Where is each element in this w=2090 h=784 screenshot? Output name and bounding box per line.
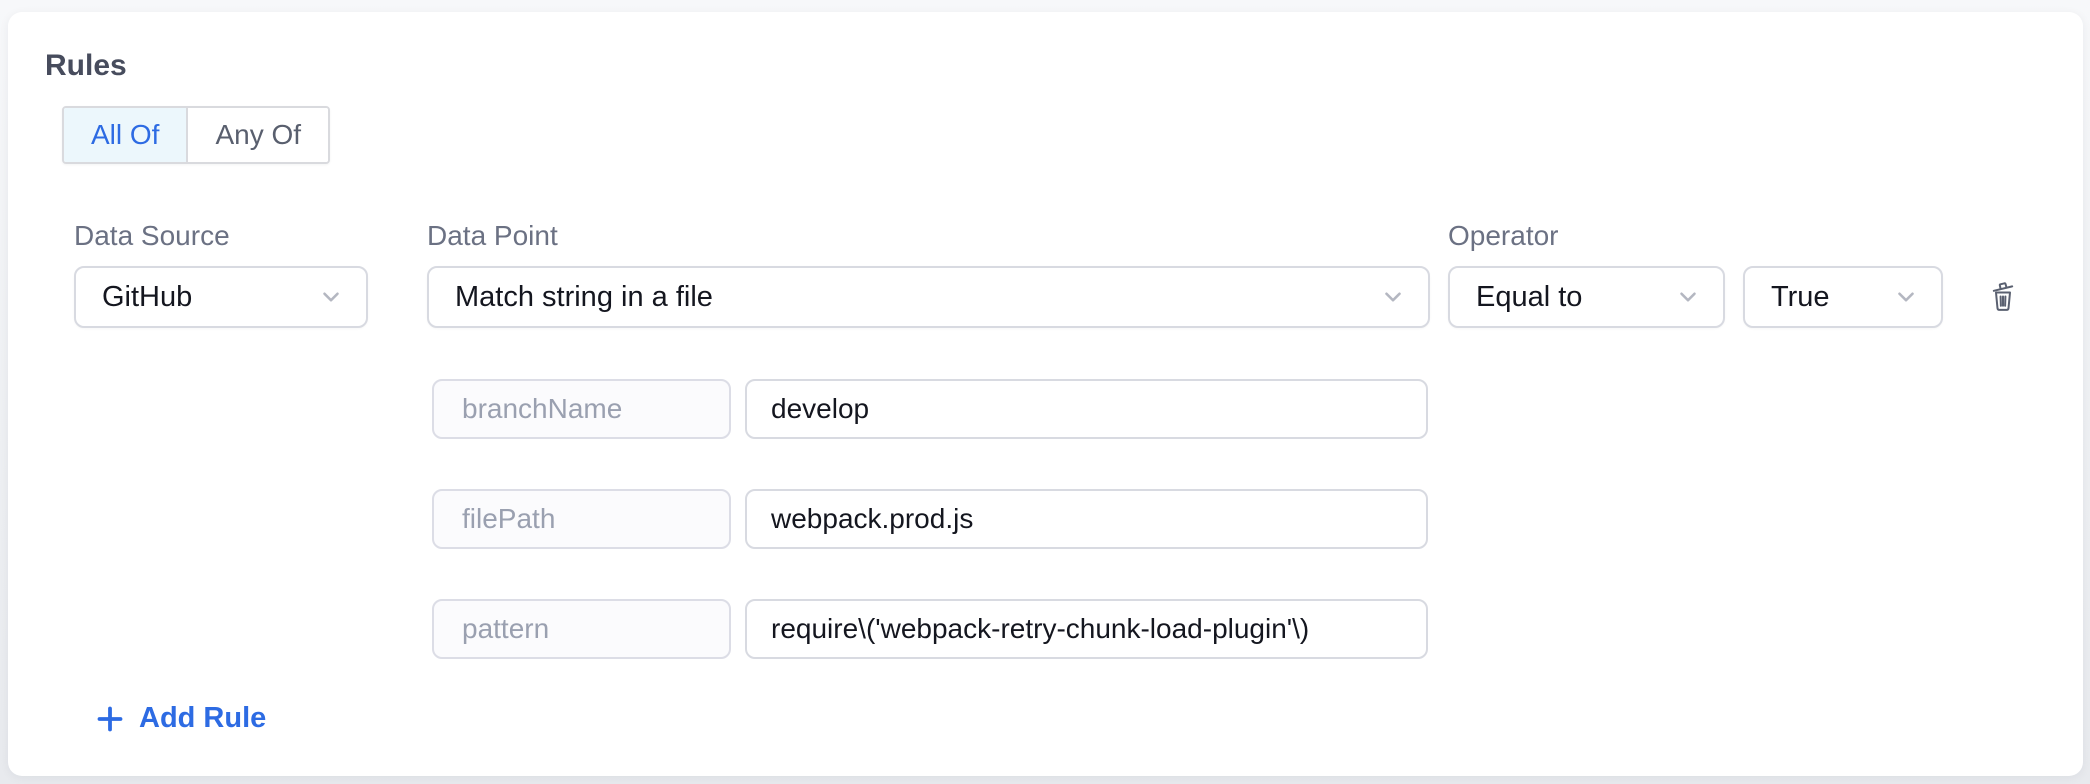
param-row-file-path: filePath xyxy=(432,489,2043,549)
param-row-branch-name: branchName xyxy=(432,379,2043,439)
expected-value-column: True xyxy=(1743,222,1943,328)
branch-name-input[interactable] xyxy=(745,379,1428,439)
param-name-field: branchName xyxy=(432,379,731,439)
param-row-pattern: pattern xyxy=(432,599,2043,659)
delete-rule-button[interactable] xyxy=(1985,266,2021,328)
chevron-down-icon xyxy=(1385,292,1401,302)
data-point-value: Match string in a file xyxy=(455,280,713,313)
file-path-input[interactable] xyxy=(745,489,1428,549)
rules-card: Rules All Of Any Of Data Source GitHub D… xyxy=(8,12,2083,776)
add-rule-label: Add Rule xyxy=(139,702,267,734)
rule-row: Data Source GitHub Data Point Match stri… xyxy=(74,222,2043,328)
delete-rule-column xyxy=(1985,222,2021,328)
data-point-label: Data Point xyxy=(427,220,558,251)
trash-icon xyxy=(1992,282,2014,311)
pattern-input[interactable] xyxy=(745,599,1428,659)
all-of-button[interactable]: All Of xyxy=(64,108,187,162)
data-source-select[interactable]: GitHub xyxy=(74,266,368,328)
rule-params: branchName filePath pattern xyxy=(432,379,2043,659)
data-source-label: Data Source xyxy=(74,220,230,251)
rules-section-title: Rules xyxy=(45,49,127,82)
data-point-column: Data Point Match string in a file xyxy=(427,222,1430,328)
operator-select[interactable]: Equal to xyxy=(1448,266,1725,328)
data-point-select[interactable]: Match string in a file xyxy=(427,266,1430,328)
expected-value: True xyxy=(1771,280,1830,313)
any-of-button[interactable]: Any Of xyxy=(186,108,329,162)
chevron-down-icon xyxy=(323,292,339,302)
match-mode-segmented-control: All Of Any Of xyxy=(62,106,331,164)
data-source-column: Data Source GitHub xyxy=(74,222,368,328)
data-source-value: GitHub xyxy=(102,280,193,313)
expected-value-select[interactable]: True xyxy=(1743,266,1943,328)
operator-column: Operator Equal to xyxy=(1448,222,1725,328)
chevron-down-icon xyxy=(1898,292,1914,302)
plus-icon xyxy=(97,706,123,731)
param-name-field: pattern xyxy=(432,599,731,659)
add-rule-button[interactable]: Add Rule xyxy=(95,702,266,735)
param-name-field: filePath xyxy=(432,489,731,549)
operator-value: Equal to xyxy=(1476,280,1583,313)
chevron-down-icon xyxy=(1680,292,1696,302)
operator-label: Operator xyxy=(1448,220,1559,251)
